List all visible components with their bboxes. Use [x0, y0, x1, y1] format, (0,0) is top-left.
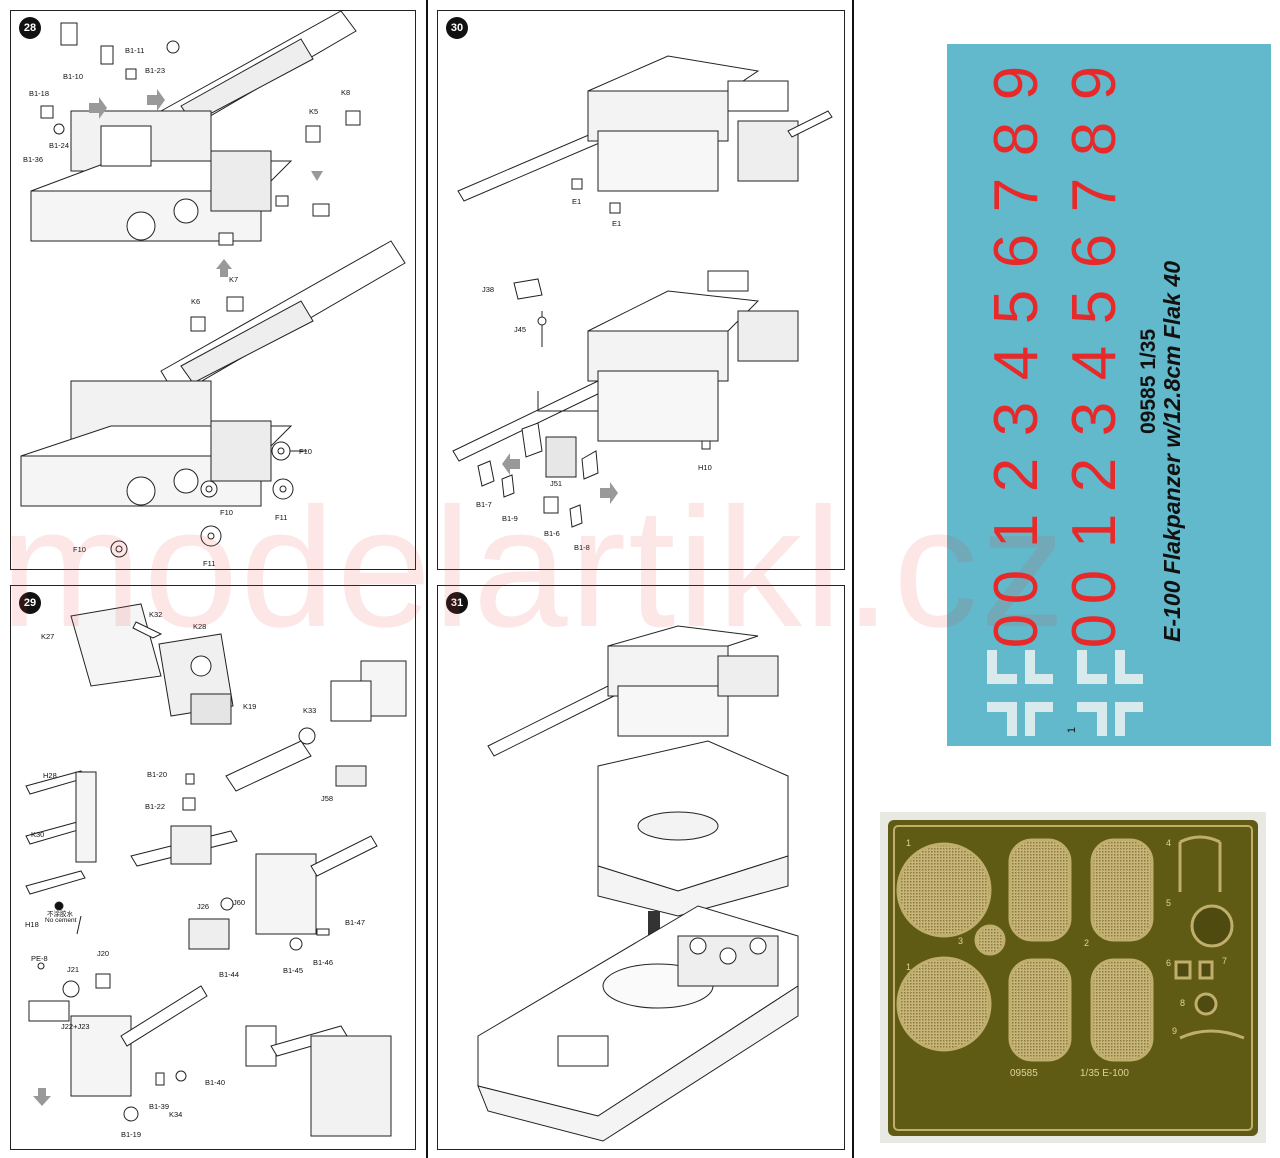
hull-assembly-illustration — [477, 625, 799, 1142]
step-number-badge: 29 — [19, 592, 41, 614]
decal-sheet: 9 8 7 6 5 4 3 2 1 0 0 9 8 7 6 5 4 3 2 1 … — [947, 44, 1271, 746]
part-label: B1-18 — [29, 89, 50, 98]
no-cement-note: No cement — [45, 917, 77, 924]
balkenkreuz-decals — [987, 650, 1143, 736]
part-label: K32 — [149, 610, 163, 619]
part-label: J21 — [67, 965, 80, 974]
part-label: B1-9 — [502, 514, 518, 523]
step-number-badge: 28 — [19, 17, 41, 39]
part-label: J38 — [482, 285, 495, 294]
gun-assembly-illustration — [20, 11, 406, 558]
part-label: B1-7 — [476, 500, 492, 509]
pe-part-number: 7 — [1222, 956, 1228, 966]
part-label: F10 — [73, 545, 86, 554]
photo-etch-fret — [888, 820, 1258, 1136]
part-label: J26 — [197, 902, 210, 911]
part-label: K28 — [193, 622, 207, 631]
part-label: F11 — [203, 559, 216, 568]
part-label: B1-44 — [219, 970, 240, 979]
part-label: B1-22 — [145, 802, 166, 811]
part-label: B1-11 — [125, 46, 145, 55]
part-label: B1-19 — [121, 1130, 142, 1139]
step-number-badge: 30 — [446, 17, 468, 39]
part-label: B1-40 — [205, 1078, 226, 1087]
part-label: B1-47 — [345, 918, 366, 927]
part-label: B1-24 — [49, 141, 70, 150]
pe-part-number: 1 — [906, 962, 912, 972]
pe-part-number: 1 — [906, 838, 912, 848]
part-label: K30 — [31, 830, 45, 839]
pe-part-number: 9 — [1172, 1026, 1178, 1036]
decal-sheet-number: 1 — [1066, 726, 1079, 734]
part-label: K34 — [169, 1110, 183, 1119]
part-label: H10 — [698, 463, 712, 472]
part-label: B1-6 — [544, 529, 560, 538]
step-28-panel: 28 — [10, 10, 416, 570]
column-divider — [852, 0, 854, 1158]
photo-etch-fret-photo: 1 1 2 3 4 5 6 7 8 9 09585 1/35 E-100 — [880, 812, 1266, 1143]
breech-assembly-illustration — [25, 603, 407, 1137]
part-label: K33 — [303, 706, 317, 715]
part-label: K19 — [243, 702, 257, 711]
part-label: E1 — [612, 219, 622, 228]
no-cement-note-cn: 不涂胶水 — [47, 911, 73, 918]
pe-part-number: 2 — [1084, 938, 1090, 948]
pe-part-number: 8 — [1180, 998, 1186, 1008]
part-label: B1-36 — [23, 155, 44, 164]
pe-part-number: 3 — [958, 936, 964, 946]
part-label: B1-20 — [147, 770, 168, 779]
part-label: B1-39 — [149, 1102, 170, 1111]
part-label: H18 — [25, 920, 39, 929]
part-label: B1-8 — [574, 543, 590, 552]
part-label: K5 — [309, 107, 319, 116]
part-label: J60 — [233, 898, 246, 907]
pe-footer-scale: 1/35 E-100 — [1080, 1068, 1129, 1079]
part-label: F10 — [299, 447, 312, 456]
part-label: H28 — [43, 771, 57, 780]
part-label: B1-46 — [313, 958, 334, 967]
decal-number-row-1: 9 8 7 6 5 4 3 2 1 0 0 — [977, 44, 1057, 648]
part-label: J58 — [321, 794, 334, 803]
step-30-panel: 30 — [437, 10, 845, 570]
part-label: K7 — [229, 275, 239, 284]
part-label: J22+J23 — [61, 1022, 90, 1031]
step-number-badge: 31 — [446, 592, 468, 614]
part-label: J45 — [514, 325, 527, 334]
turret-assembly-illustration — [452, 55, 833, 528]
pe-part-number: 4 — [1166, 838, 1172, 848]
part-label: F10 — [220, 508, 233, 517]
part-label: B1-45 — [283, 966, 304, 975]
column-divider — [426, 0, 428, 1158]
pe-part-number: 6 — [1166, 958, 1172, 968]
part-label: K27 — [41, 632, 55, 641]
decal-product-code: 09585 1/35 — [1137, 328, 1160, 434]
part-label: F11 — [275, 513, 288, 522]
part-label: J51 — [550, 479, 563, 488]
part-label: PE-8 — [31, 954, 48, 963]
part-label: K6 — [191, 297, 201, 306]
part-label: K8 — [341, 88, 351, 97]
part-label: E1 — [572, 197, 582, 206]
part-label: J20 — [97, 949, 110, 958]
decal-product-name: E-100 Flakpanzer w/12.8cm Flak 40 — [1159, 261, 1185, 642]
decal-number-row-2: 9 8 7 6 5 4 3 2 1 0 0 — [1055, 44, 1135, 648]
pe-footer-code: 09585 — [1010, 1068, 1038, 1079]
pe-part-number: 5 — [1166, 898, 1172, 908]
step-31-panel: 31 — [437, 585, 845, 1150]
part-label: B1-23 — [145, 66, 166, 75]
step-29-panel: 29 — [10, 585, 416, 1150]
part-label: B1-10 — [63, 72, 84, 81]
